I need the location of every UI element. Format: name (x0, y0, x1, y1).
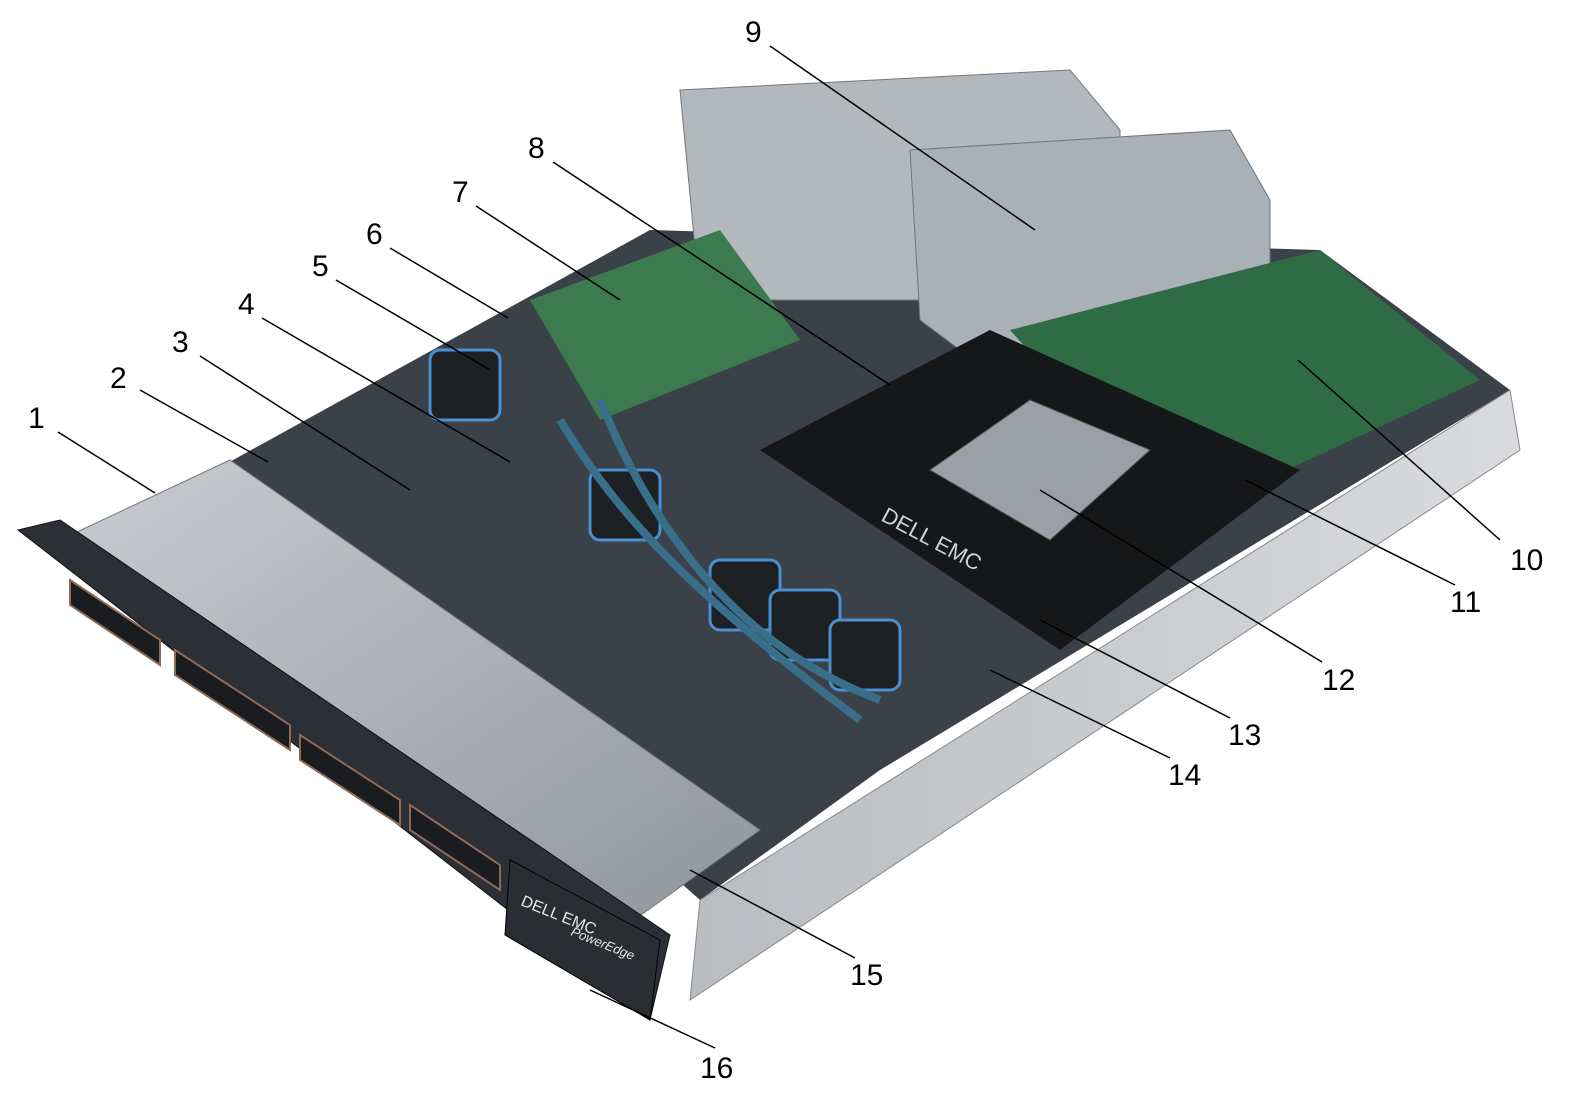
callout-label-9: 9 (745, 16, 762, 49)
callout-label-10: 10 (1510, 544, 1543, 577)
callout-leader-13 (1039, 619, 1231, 719)
callout-label-6: 6 (366, 218, 383, 251)
callout-label-7: 7 (452, 176, 469, 209)
callout-leader-5 (335, 279, 491, 371)
callout-leader-2 (139, 389, 269, 463)
callout-label-11: 11 (1450, 586, 1481, 619)
callout-leader-1 (57, 431, 156, 494)
callout-label-15: 15 (850, 959, 883, 992)
callout-label-12: 12 (1322, 664, 1355, 697)
callout-leader-9 (769, 45, 1036, 231)
callout-label-3: 3 (172, 326, 189, 359)
callout-label-2: 2 (110, 362, 127, 395)
psu-board (530, 230, 800, 420)
callout-leader-15 (689, 869, 856, 959)
callout-leader-7 (475, 205, 621, 301)
callout-leader-6 (389, 247, 509, 319)
chassis-side-wall (689, 389, 1521, 1001)
callout-leader-3 (199, 355, 411, 491)
callout-label-16: 16 (700, 1052, 733, 1085)
callout-leader-4 (261, 317, 511, 463)
callout-leader-16 (589, 989, 716, 1049)
callout-label-8: 8 (528, 132, 545, 165)
callout-leader-12 (1039, 489, 1323, 663)
callout-leader-10 (1297, 359, 1501, 541)
callout-label-1: 1 (28, 402, 45, 435)
callout-label-4: 4 (238, 288, 255, 321)
callout-label-5: 5 (312, 250, 329, 283)
heatsink (929, 399, 1151, 541)
callout-label-14: 14 (1168, 759, 1201, 792)
callout-label-13: 13 (1228, 719, 1261, 752)
callout-leader-14 (989, 669, 1171, 759)
callout-leader-8 (552, 161, 891, 386)
callout-leader-11 (1244, 479, 1456, 586)
front-bezel (504, 859, 661, 1021)
cables (556, 398, 882, 724)
